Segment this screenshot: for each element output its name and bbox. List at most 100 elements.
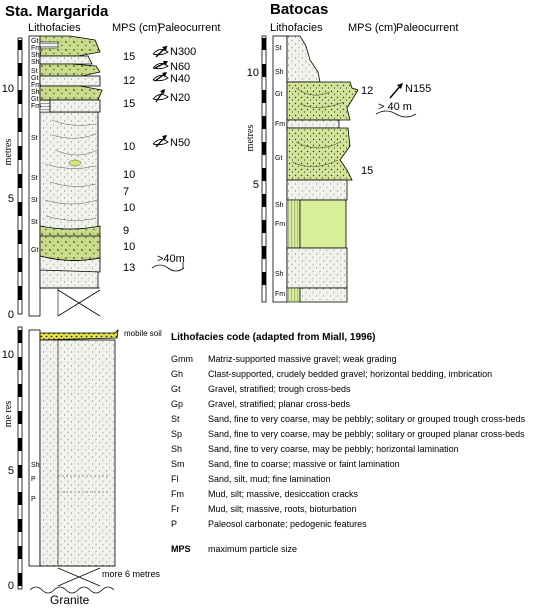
mps-value: 10 <box>123 202 135 214</box>
strat-log-lower <box>29 328 119 594</box>
more-metres-label: more 6 metres <box>102 569 161 579</box>
tick-5-right: 5 <box>253 179 259 191</box>
facies-label: P <box>31 496 36 503</box>
legend-mps-desc: maximum particle size <box>208 544 297 554</box>
facies-label: Gt <box>31 75 38 82</box>
legend-code: Gp <box>171 399 183 409</box>
legend-desc: Sand, fine to very coarse, may be pebbly… <box>208 414 526 424</box>
legend-title: Lithofacies code (adapted from Miall, 19… <box>171 332 376 343</box>
mps-value: 12 <box>123 75 135 87</box>
facies-label: Sh <box>275 202 284 209</box>
paleocurrent-value: N20 <box>170 92 190 104</box>
facies-label: Sh <box>275 271 284 278</box>
lateral-extent-wave-icon <box>151 264 185 272</box>
legend-desc: Gravel, stratified; planar cross-beds <box>208 399 351 409</box>
legend-desc: Sand, silt, mud; fine lamination <box>208 474 331 484</box>
legend-desc: Sand, fine to very coarse, may be pebbly… <box>208 444 459 454</box>
header-lithofacies-right: Lithofacies <box>270 22 323 34</box>
facies-label: Gt <box>275 155 282 162</box>
facies-label: Fm <box>275 121 285 128</box>
legend-desc: Paleosol carbonate; pedogenic features <box>208 519 367 529</box>
facies-label: P <box>31 476 36 483</box>
mobile-soil-label: mobile soil <box>124 329 162 338</box>
paleocurrent-arrows-sta-margarida: N300 N60 N40 N20 N50 >40m <box>151 45 196 272</box>
scale-bar-right <box>261 35 267 303</box>
facies-labels-batocas: St Sh Gt Fm Gt Sh Fm Sh Fm <box>275 45 285 298</box>
mps-value: 7 <box>123 186 129 198</box>
mps-value: 15 <box>123 98 135 110</box>
lateral-extent-right: > 40 m <box>378 101 412 113</box>
axis-label-metres-upper: metres <box>3 139 14 166</box>
lateral-extent-left: >40m <box>157 253 185 265</box>
legend-code: P <box>171 519 177 529</box>
facies-label: St <box>31 68 38 75</box>
facies-label: Fm <box>275 221 285 228</box>
facies-label: Fm <box>31 82 41 89</box>
legend-code: Fr <box>171 504 180 514</box>
header-lithofacies-left: Lithofacies <box>28 22 81 34</box>
facies-label: Sh <box>31 462 40 469</box>
facies-labels-sta-margarida: Gt Fm Sh/ Sh St Gt Fm Sh Gt Fm St St St … <box>31 38 42 254</box>
mps-value: 12 <box>361 85 373 97</box>
paleocurrent-value: N50 <box>170 137 190 149</box>
legend-code: Sm <box>171 459 185 469</box>
legend-desc: Mud, silt; massive, roots, bioturbation <box>208 504 357 514</box>
paleocurrent-arrow-icon <box>152 72 169 82</box>
facies-label: Fm <box>275 291 285 298</box>
legend-code: Gt <box>171 384 181 394</box>
facies-label: Sh <box>275 69 284 76</box>
legend-desc: Gravel, stratified; trough cross-beds <box>208 384 351 394</box>
lithofacies-legend: Lithofacies code (adapted from Miall, 19… <box>171 332 526 554</box>
legend-code: Gmm <box>171 354 193 364</box>
mps-value: 9 <box>123 225 129 237</box>
tick-10-right: 10 <box>247 67 259 79</box>
paleocurrent-arrow-icon <box>152 135 169 148</box>
scale-bar-upper-left <box>17 37 23 315</box>
paleocurrent-arrow-icon <box>152 45 169 58</box>
legend-code: Sp <box>171 429 182 439</box>
paleocurrent-value: N300 <box>170 46 196 58</box>
legend-code: Fm <box>171 489 184 499</box>
tick-5-lower: 5 <box>8 465 14 477</box>
paleocurrent-batocas: N155 > 40 m <box>375 83 431 118</box>
facies-label: St <box>31 175 38 182</box>
strat-log-sta-margarida <box>39 35 103 317</box>
tick-10-lower: 10 <box>2 349 14 361</box>
facies-label: Fm <box>31 103 41 110</box>
legend-desc: Matriz-supported massive gravel; weak gr… <box>208 354 397 364</box>
strat-log-batocas <box>286 35 359 303</box>
mps-value: 13 <box>123 262 135 274</box>
paleocurrent-value: N40 <box>170 73 190 85</box>
facies-label: Gt <box>31 247 38 254</box>
axis-label-metres-lower: me res <box>3 401 14 427</box>
mps-value: 10 <box>123 241 135 253</box>
paleocurrent-arrow-icon <box>152 89 169 103</box>
header-mps-right: MPS (cm) <box>348 22 397 34</box>
facies-column-lower <box>28 329 41 567</box>
mps-values-sta-margarida: 15 12 15 10 10 7 10 9 10 13 <box>123 51 135 274</box>
paleocurrent-arrow-icon <box>389 83 403 99</box>
legend-desc: Sand, fine to coarse; massive or faint l… <box>208 459 400 469</box>
header-paleocurrent-right: Paleocurrent <box>396 22 458 34</box>
header-paleocurrent-left: Paleocurrent <box>158 22 220 34</box>
facies-label: Sh/ <box>31 52 42 59</box>
facies-label: Sh <box>31 59 40 66</box>
facies-label: St <box>31 219 38 226</box>
granite-contact-icon <box>29 586 115 594</box>
header-mps-left: MPS (cm) <box>112 22 161 34</box>
facies-label: Gt <box>31 96 38 103</box>
legend-mps-code: MPS <box>171 544 191 554</box>
facies-label: Gt <box>275 91 282 98</box>
mps-value: 15 <box>123 51 135 63</box>
legend-code: St <box>171 414 180 424</box>
title-batocas: Batocas <box>270 1 328 18</box>
mps-value: 10 <box>123 141 135 153</box>
mps-value: 15 <box>361 165 373 177</box>
granite-label: Granite <box>50 593 90 607</box>
legend-code: Fl <box>171 474 179 484</box>
paleocurrent-value: N155 <box>405 83 431 95</box>
facies-label: St <box>31 197 38 204</box>
tick-10-upper: 10 <box>2 83 14 95</box>
lateral-extent-wave-icon <box>375 110 417 118</box>
